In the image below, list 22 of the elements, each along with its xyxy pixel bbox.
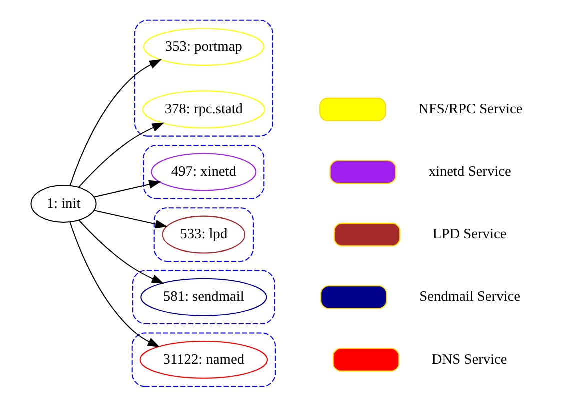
legend-label: xinetd Service xyxy=(428,164,512,180)
node-ellipse: 581: sendmail xyxy=(140,278,268,316)
node-ellipse: 1: init xyxy=(30,185,97,223)
cluster xyxy=(143,145,265,200)
arrow xyxy=(78,122,165,188)
legend-label: LPD Service xyxy=(432,226,507,243)
legend-label: NFS/RPC Service xyxy=(418,101,523,118)
node-ellipse: 497: xinetd xyxy=(151,153,257,192)
legend-label: Sendmail Service xyxy=(420,289,520,306)
arrow xyxy=(94,180,162,198)
node-ellipse: 533: lpd xyxy=(162,216,246,254)
node-ellipse: 31122: named xyxy=(140,340,268,379)
cluster xyxy=(132,332,276,388)
arrow xyxy=(78,220,164,284)
cluster xyxy=(134,20,274,137)
node-ellipse: 353: portmap xyxy=(143,28,264,66)
arrow xyxy=(70,222,160,348)
arrow xyxy=(94,210,168,229)
node-ellipse: 378: rpc.statd xyxy=(142,90,266,129)
legend-label: DNS Service xyxy=(432,352,508,368)
cluster xyxy=(132,270,276,325)
arrow xyxy=(70,59,162,186)
